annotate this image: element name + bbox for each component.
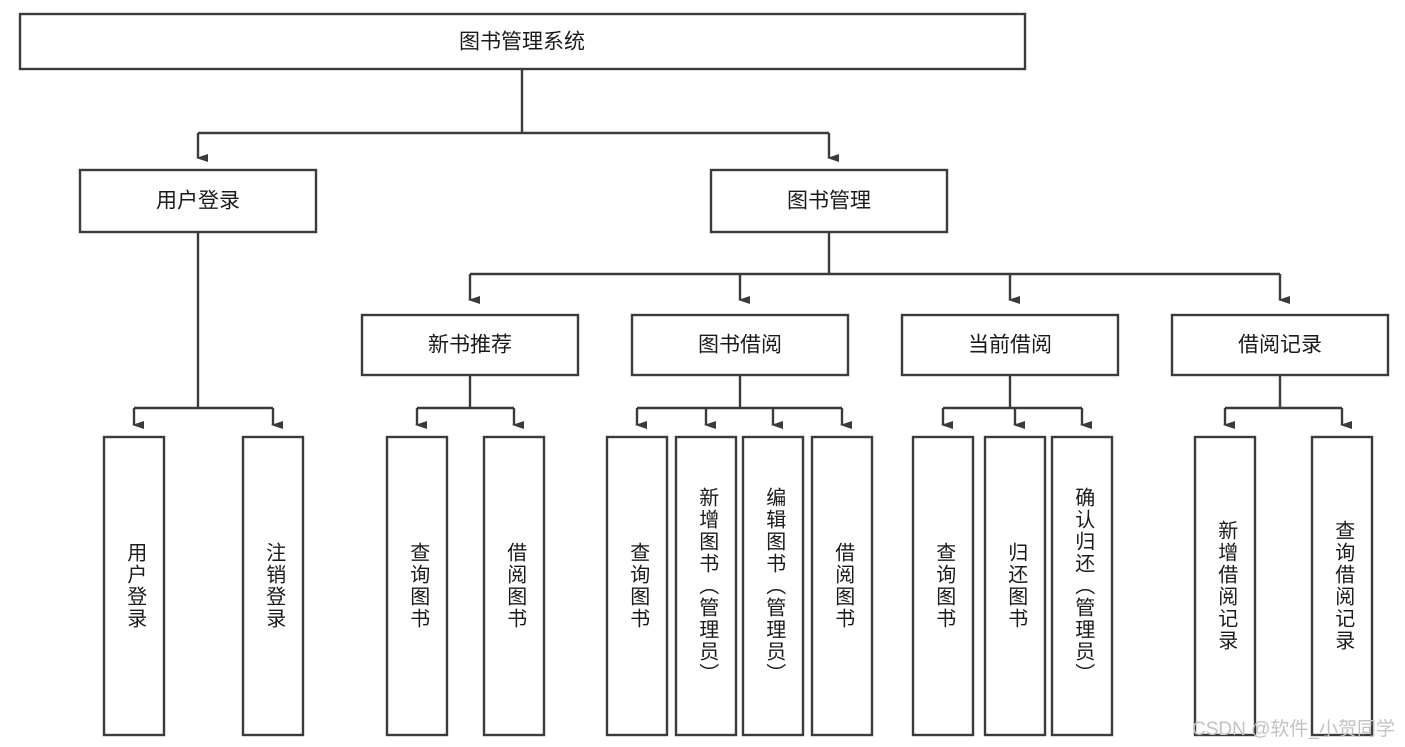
node-user-login-label: 用户登录 [156, 190, 240, 213]
node-borrow-record[interactable]: 借阅记录 [1170, 313, 1390, 377]
node-leaf-query-book-2[interactable]: 查询图书 [605, 435, 669, 737]
node-book-borrow-box[interactable] [630, 313, 850, 377]
node-root-label: 图书管理系统 [459, 31, 585, 54]
node-leaf-return-book-box[interactable] [983, 435, 1047, 737]
node-leaf-logout[interactable]: 注销登录 [241, 435, 305, 737]
node-root-box[interactable] [18, 12, 1027, 71]
node-leaf-logout-box[interactable] [241, 435, 305, 737]
node-book-manage[interactable]: 图书管理 [709, 168, 949, 234]
node-leaf-edit-book[interactable]: 编辑图书（管理员） [741, 435, 805, 737]
node-leaf-query-record-box[interactable] [1310, 435, 1374, 737]
node-current-borrow[interactable]: 当前借阅 [900, 313, 1120, 377]
node-leaf-borrow-book-1-label: 借阅图书 [504, 542, 527, 630]
node-leaf-confirm-return-label: 确认归还（管理员） [1072, 487, 1095, 685]
node-root[interactable]: 图书管理系统 [18, 12, 1027, 71]
node-current-borrow-box[interactable] [900, 313, 1120, 377]
node-leaf-edit-book-box[interactable] [741, 435, 805, 737]
node-leaf-user-login-box[interactable] [102, 435, 166, 737]
node-leaf-query-book-3[interactable]: 查询图书 [911, 435, 975, 737]
node-leaf-confirm-return-box[interactable] [1050, 435, 1114, 737]
node-new-book-rec[interactable]: 新书推荐 [360, 313, 580, 377]
node-leaf-query-record-label: 查询借阅记录 [1332, 520, 1355, 652]
node-new-book-rec-label: 新书推荐 [428, 334, 512, 357]
node-leaf-query-book-3-box[interactable] [911, 435, 975, 737]
node-user-login-box[interactable] [78, 168, 318, 234]
node-leaf-query-book-1-box[interactable] [385, 435, 449, 737]
node-book-borrow[interactable]: 图书借阅 [630, 313, 850, 377]
node-book-manage-label: 图书管理 [787, 190, 871, 213]
node-leaf-add-book-label: 新增图书（管理员） [696, 487, 719, 685]
node-leaf-add-record-box[interactable] [1193, 435, 1257, 737]
node-leaf-query-record[interactable]: 查询借阅记录 [1310, 435, 1374, 737]
edges-layer [132, 69, 1352, 429]
node-leaf-return-book-label: 归还图书 [1005, 542, 1028, 630]
node-leaf-add-book[interactable]: 新增图书（管理员） [674, 435, 738, 737]
watermark-label: CSDN @软件_小贺同学 [1192, 718, 1395, 740]
node-leaf-query-book-1-label: 查询图书 [407, 542, 430, 630]
node-new-book-rec-box[interactable] [360, 313, 580, 377]
node-leaf-borrow-book-2-label: 借阅图书 [832, 542, 855, 630]
node-leaf-add-record-label: 新增借阅记录 [1215, 520, 1238, 652]
node-leaf-borrow-book-1-box[interactable] [482, 435, 546, 737]
node-leaf-borrow-book-1[interactable]: 借阅图书 [482, 435, 546, 737]
node-book-manage-box[interactable] [709, 168, 949, 234]
node-leaf-logout-label: 注销登录 [263, 542, 286, 630]
node-leaf-borrow-book-2-box[interactable] [810, 435, 874, 737]
node-leaf-user-login-label: 用户登录 [124, 542, 147, 630]
node-leaf-user-login[interactable]: 用户登录 [102, 435, 166, 737]
node-borrow-record-label: 借阅记录 [1238, 334, 1322, 357]
node-leaf-query-book-2-box[interactable] [605, 435, 669, 737]
node-user-login[interactable]: 用户登录 [78, 168, 318, 234]
node-leaf-query-book-2-label: 查询图书 [627, 542, 650, 630]
node-leaf-confirm-return[interactable]: 确认归还（管理员） [1050, 435, 1114, 737]
node-leaf-add-book-box[interactable] [674, 435, 738, 737]
node-leaf-borrow-book-2[interactable]: 借阅图书 [810, 435, 874, 737]
node-leaf-query-book-1[interactable]: 查询图书 [385, 435, 449, 737]
node-current-borrow-label: 当前借阅 [968, 334, 1052, 357]
node-borrow-record-box[interactable] [1170, 313, 1390, 377]
node-leaf-add-record[interactable]: 新增借阅记录 [1193, 435, 1257, 737]
node-leaf-edit-book-label: 编辑图书（管理员） [763, 487, 786, 685]
node-book-borrow-label: 图书借阅 [698, 334, 782, 357]
node-leaf-query-book-3-label: 查询图书 [933, 542, 956, 630]
node-leaf-return-book[interactable]: 归还图书 [983, 435, 1047, 737]
